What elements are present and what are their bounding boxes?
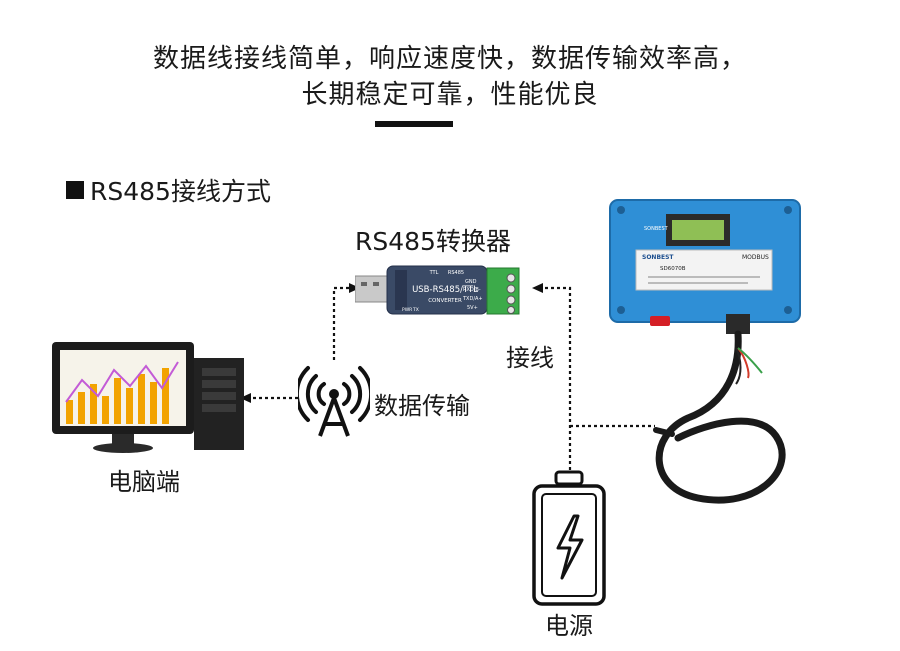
wiring-to-converter-line [540,286,572,470]
arrowhead-pc [240,393,251,403]
headline-line-1: 数据线接线简单，响应速度快，数据传输效率高， [152,44,747,74]
sensor-cable [655,330,786,504]
power-label: 电源 [545,612,593,640]
antenna-to-converter-line [332,286,352,360]
pin-label-0: GND [465,279,477,285]
lightning-icon [556,514,584,580]
led-label-pwr: PWR [402,307,412,313]
lcd-display [672,220,724,240]
title-divider [375,121,453,127]
battery-icon [532,470,606,606]
headline-line-2: 长期稳定可靠，性能优良 [301,80,599,110]
section-title: RS485接线方式 [66,172,271,208]
converter-label: RS485转换器 [355,227,511,256]
led-label-tx: TX [412,307,419,313]
monitor-stand [93,443,153,453]
arrowhead-converter-right [532,283,543,293]
sensor-device: SONBEST MODBUS SD6070B SONBEST [609,199,801,504]
wiring-label: 接线 [506,344,554,372]
device-model: SD6070B [660,266,686,272]
cable-gland [726,314,750,334]
pin-label-2: TXD/A+ [462,296,483,302]
pin-label-1: RXD/B- [463,287,481,293]
pin-label-3: 5V+ [467,305,478,311]
section-title-text: RS485接线方式 [90,177,271,206]
square-bullet-icon [66,181,84,199]
device-protocol: MODBUS [742,254,769,261]
screen-bars [66,368,169,424]
rs485-converter: USB-RS485/TTL CONVERTER TTL RS485 PWR TX… [355,265,520,315]
screen-line [65,361,179,403]
red-button [650,316,670,326]
converter-sub-text: CONVERTER [428,298,462,304]
pc-illustration [52,342,244,453]
data-transfer-label: 数据传输 [374,392,470,420]
converter-side-label-0: TTL [429,270,439,276]
pc-label: 电脑端 [108,468,180,496]
antenna-icon [298,366,370,437]
usb-plug [355,275,390,303]
device-brand: SONBEST [642,254,674,261]
converter-side-label-1: RS485 [448,270,464,276]
converter-body-text: USB-RS485/TTL [412,285,478,295]
device-brand-small: SONBEST [644,226,669,232]
